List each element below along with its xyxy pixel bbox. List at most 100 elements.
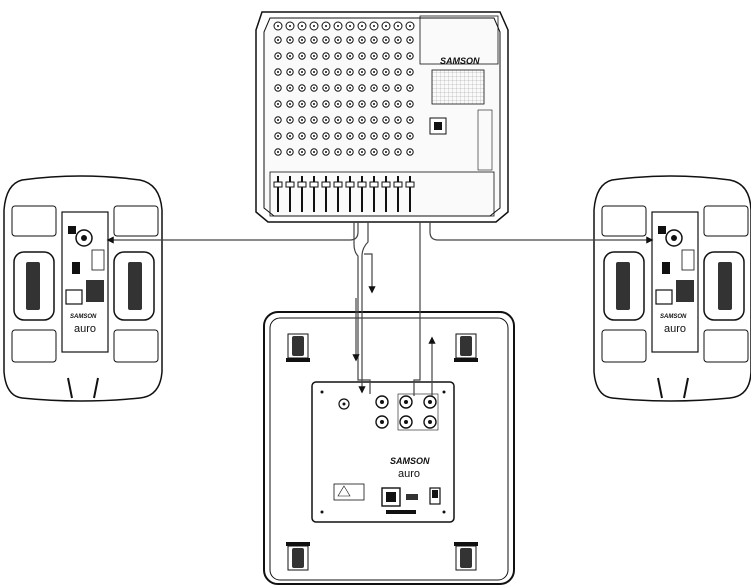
mixer-fader-track xyxy=(397,176,399,212)
mixer-knob-center xyxy=(301,151,303,153)
subwoofer-caster-top-left xyxy=(286,333,310,362)
mixer-knob-center xyxy=(337,151,339,153)
mixer-knob-center xyxy=(349,39,351,41)
mixer-knob-center xyxy=(277,25,279,27)
mixer-brand-label: SAMSON xyxy=(440,56,480,66)
mixer-faders-strip xyxy=(269,171,495,217)
mixer-fader-track xyxy=(373,176,375,212)
speaker-right-side-grip-right xyxy=(703,251,745,321)
signal-cables xyxy=(106,222,654,396)
mixer-fader-track xyxy=(325,176,327,212)
mixer-knob-center xyxy=(409,119,411,121)
mixer-knob-center xyxy=(397,39,399,41)
cable-mixer-to-sub-right-in xyxy=(413,222,421,396)
mixer-fader-knob xyxy=(333,181,343,188)
mixer-knob-center xyxy=(313,39,315,41)
mixer-knob-center xyxy=(337,87,339,89)
mixer-knob-center xyxy=(349,103,351,105)
mixer-fader-knob xyxy=(285,181,295,188)
mixer-knob-center xyxy=(409,87,411,89)
cable-to-left-speaker xyxy=(106,222,359,244)
mixer-knob-center xyxy=(301,119,303,121)
subwoofer-caster-bottom-right xyxy=(454,542,478,571)
mixer-knob-center xyxy=(409,103,411,105)
mixer-knob-center xyxy=(397,71,399,73)
mixer-knob-center xyxy=(409,135,411,137)
speaker-left-power-inlet xyxy=(65,289,83,305)
mixer-knob-center xyxy=(301,87,303,89)
speaker-left-side-grip-left xyxy=(13,251,55,321)
mixer-knob-center xyxy=(277,103,279,105)
mixer-knob-center xyxy=(397,87,399,89)
mixer-knob-center xyxy=(361,135,363,137)
speaker-right-handle-top-left xyxy=(601,205,647,237)
mixer-knob-center xyxy=(289,39,291,41)
mixer-knob-center xyxy=(385,151,387,153)
speaker-left-handle-bottom-right xyxy=(113,329,159,363)
mixer-knob-center xyxy=(289,71,291,73)
mixer-knob-center xyxy=(397,55,399,57)
mixer-knob-center xyxy=(373,55,375,57)
mixer-fader-knob xyxy=(405,181,415,188)
mixer-knob-center xyxy=(313,87,315,89)
mixer-knob-center xyxy=(385,87,387,89)
mixer-knob-center xyxy=(385,119,387,121)
mixer-knob-center xyxy=(337,71,339,73)
mixer-fader-track xyxy=(385,176,387,212)
mixer-knob-center xyxy=(277,55,279,57)
mixer-knob-center xyxy=(325,55,327,57)
mixer-knob-center xyxy=(349,55,351,57)
mixer-knob-center xyxy=(289,87,291,89)
mixer-fader-track xyxy=(313,176,315,212)
mixer-knob-center xyxy=(301,135,303,137)
mixer-master-section xyxy=(419,15,499,171)
speaker-left-side-grip-right xyxy=(113,251,155,321)
mixer-knob-center xyxy=(385,135,387,137)
mixer-fader-track xyxy=(289,176,291,212)
mixer-knob-center xyxy=(349,87,351,89)
mixer-fader-track xyxy=(409,176,411,212)
mixer-knob-center xyxy=(361,39,363,41)
subwoofer-warning-label xyxy=(333,483,365,501)
mixer-knob-center xyxy=(289,103,291,105)
mixer-knob-center xyxy=(289,55,291,57)
mixer-knob-center xyxy=(373,39,375,41)
mixer-knob-center xyxy=(349,71,351,73)
subwoofer-inner-frame xyxy=(269,317,509,581)
subwoofer-caster-bottom-left xyxy=(286,542,310,571)
mixer-knob-center xyxy=(349,25,351,27)
mixer-knob-center xyxy=(361,25,363,27)
mixer-knob-center xyxy=(397,103,399,105)
speaker-left-model-label: auro xyxy=(74,323,96,335)
mixer-knob-center xyxy=(337,135,339,137)
mixer-knob-center xyxy=(373,87,375,89)
mixer-knob-center xyxy=(289,135,291,137)
mixer-knob-center xyxy=(313,103,315,105)
mixer-knob-center xyxy=(385,39,387,41)
mixer-knob-center xyxy=(337,103,339,105)
speaker-right-power-inlet xyxy=(655,289,673,305)
mixer-knob-center xyxy=(277,151,279,153)
subwoofer-brand-label: SAMSON xyxy=(390,456,430,466)
mixer-knob-center xyxy=(397,25,399,27)
speaker-right: SAMSON auro xyxy=(593,175,751,402)
mixer-knob-center xyxy=(373,119,375,121)
speaker-right-handle-bottom-right xyxy=(703,329,749,363)
mixer-knob-center xyxy=(325,151,327,153)
mixer-knob-center xyxy=(337,25,339,27)
mixer-knob-center xyxy=(313,151,315,153)
mixer-fader-track xyxy=(301,176,303,212)
speaker-left-handle-bottom-left xyxy=(11,329,57,363)
mixer-knob-center xyxy=(313,119,315,121)
mixer-knob-center xyxy=(409,71,411,73)
mixer-fader-track xyxy=(349,176,351,212)
mixer-knob-center xyxy=(373,151,375,153)
mixer-knob-center xyxy=(277,39,279,41)
mixer-fader-track xyxy=(337,176,339,212)
mixer-knob-center xyxy=(373,71,375,73)
mixer-fader-knob xyxy=(357,181,367,188)
speaker-right-handle-top-right xyxy=(703,205,749,237)
mixer-knob-center xyxy=(397,151,399,153)
mixer: SAMSON xyxy=(255,11,509,223)
